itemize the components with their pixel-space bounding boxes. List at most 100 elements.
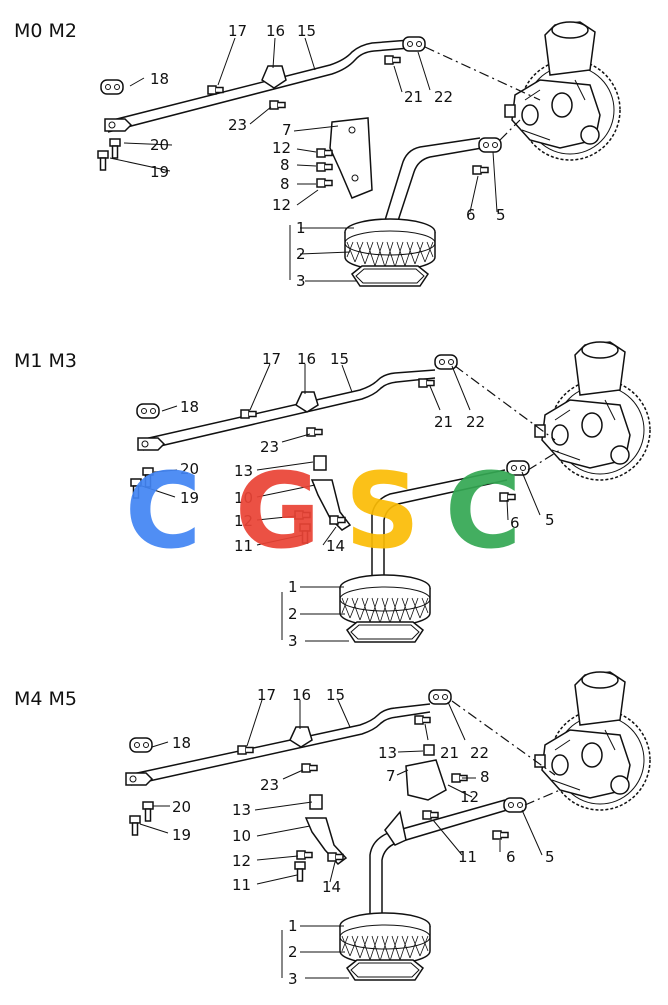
- callout-23: 23: [228, 116, 247, 134]
- callout-21: 21: [404, 88, 423, 106]
- panel-heading: M1 M3: [14, 350, 77, 372]
- callout-6: 6: [506, 848, 516, 866]
- callout-22: 22: [466, 413, 485, 431]
- callout-19: 19: [180, 489, 199, 507]
- callout-16: 16: [297, 350, 316, 368]
- callout-21: 21: [434, 413, 453, 431]
- callout-1: 1: [288, 917, 298, 935]
- watermark-letter-c: C: [125, 450, 201, 572]
- callout-5: 5: [545, 848, 555, 866]
- bolt-6: [492, 830, 509, 840]
- pipe-flange: [434, 354, 458, 370]
- callout-18: 18: [180, 398, 199, 416]
- watermark-letter-g: G: [235, 450, 320, 572]
- callout-13: 13: [232, 801, 251, 819]
- nut-8: [316, 162, 333, 172]
- callout-5: 5: [496, 206, 506, 224]
- callout-6: 6: [466, 206, 476, 224]
- callout-6: 6: [510, 514, 520, 532]
- pipe-flange: [428, 689, 452, 705]
- callout-13: 13: [378, 744, 397, 762]
- oil-pump: [534, 341, 651, 481]
- watermark: C G S C: [125, 450, 521, 572]
- callout-2: 2: [296, 245, 306, 263]
- strainer: [344, 218, 436, 287]
- callout-8: 8: [480, 768, 490, 786]
- gasket-18: [100, 79, 124, 95]
- callout-1: 1: [296, 219, 306, 237]
- callout-20: 20: [150, 136, 169, 154]
- callout-21: 21: [440, 744, 459, 762]
- callout-23: 23: [260, 776, 279, 794]
- bracket-7: [405, 759, 447, 801]
- callout-8: 8: [280, 156, 290, 174]
- gasket-18: [129, 737, 153, 753]
- clip-bolt: [207, 85, 224, 95]
- gasket-18: [136, 403, 160, 419]
- callout-14: 14: [326, 537, 345, 555]
- callout-8: 8: [280, 175, 290, 193]
- callout-20: 20: [172, 798, 191, 816]
- bolt-23: [301, 763, 318, 773]
- callout-15: 15: [297, 22, 316, 40]
- bolt-21: [384, 55, 401, 65]
- bolt-11: [294, 861, 306, 882]
- spacer-13: [313, 455, 327, 471]
- callout-22: 22: [434, 88, 453, 106]
- bolt-6: [472, 165, 489, 175]
- callout-17: 17: [257, 686, 276, 704]
- bolt-21: [418, 378, 435, 388]
- strainer: [339, 574, 431, 643]
- nut-14: [329, 515, 346, 525]
- callout-20: 20: [180, 460, 199, 478]
- clip-bolt: [240, 409, 257, 419]
- callout-10: 10: [232, 827, 251, 845]
- callout-10: 10: [234, 489, 253, 507]
- callout-3: 3: [288, 970, 298, 988]
- bolt-21: [414, 715, 431, 725]
- washer-20: [109, 138, 121, 159]
- watermark-letter-s: S: [345, 450, 420, 572]
- callout-16: 16: [292, 686, 311, 704]
- washer-12: [296, 850, 313, 860]
- callout-17: 17: [228, 22, 247, 40]
- suction-flange: [478, 137, 502, 153]
- nut-14: [327, 852, 344, 862]
- callout-11: 11: [232, 876, 251, 894]
- bolt-11: [422, 810, 439, 820]
- callout-16: 16: [266, 22, 285, 40]
- callout-17: 17: [262, 350, 281, 368]
- oil-pump: [504, 21, 621, 161]
- pipe-flange: [402, 36, 426, 52]
- strainer: [339, 912, 431, 981]
- callout-19: 19: [150, 163, 169, 181]
- banjo-fitting: [104, 118, 132, 132]
- callout-2: 2: [288, 943, 298, 961]
- callout-22: 22: [470, 744, 489, 762]
- panel-heading: M4 M5: [14, 688, 77, 710]
- callout-18: 18: [172, 734, 191, 752]
- washer-12: [316, 148, 333, 158]
- banjo-fitting: [137, 437, 165, 451]
- banjo-fitting: [125, 772, 153, 786]
- clip-bolt: [237, 745, 254, 755]
- watermark-letter-c2: C: [445, 450, 521, 572]
- callout-12: 12: [460, 788, 479, 806]
- panel-heading: M0 M2: [14, 20, 77, 42]
- pipe-clip: [289, 726, 313, 748]
- callout-2: 2: [288, 605, 298, 623]
- spacer-13: [423, 744, 435, 756]
- banjo-bolt-19: [97, 150, 109, 171]
- panel-m0m2: M0 M2 18 17 16 15 21 22 2: [14, 20, 621, 290]
- washer-20: [142, 801, 154, 822]
- callout-12: 12: [272, 139, 291, 157]
- panel-m1m3: M1 M3 18 17 16 15 21 22 23 13 10: [14, 341, 651, 650]
- bolt-23: [269, 100, 286, 110]
- callout-7: 7: [386, 767, 396, 785]
- callout-14: 14: [322, 878, 341, 896]
- callout-7: 7: [282, 121, 292, 139]
- callout-11: 11: [234, 537, 253, 555]
- callout-1: 1: [288, 578, 298, 596]
- callout-12: 12: [232, 852, 251, 870]
